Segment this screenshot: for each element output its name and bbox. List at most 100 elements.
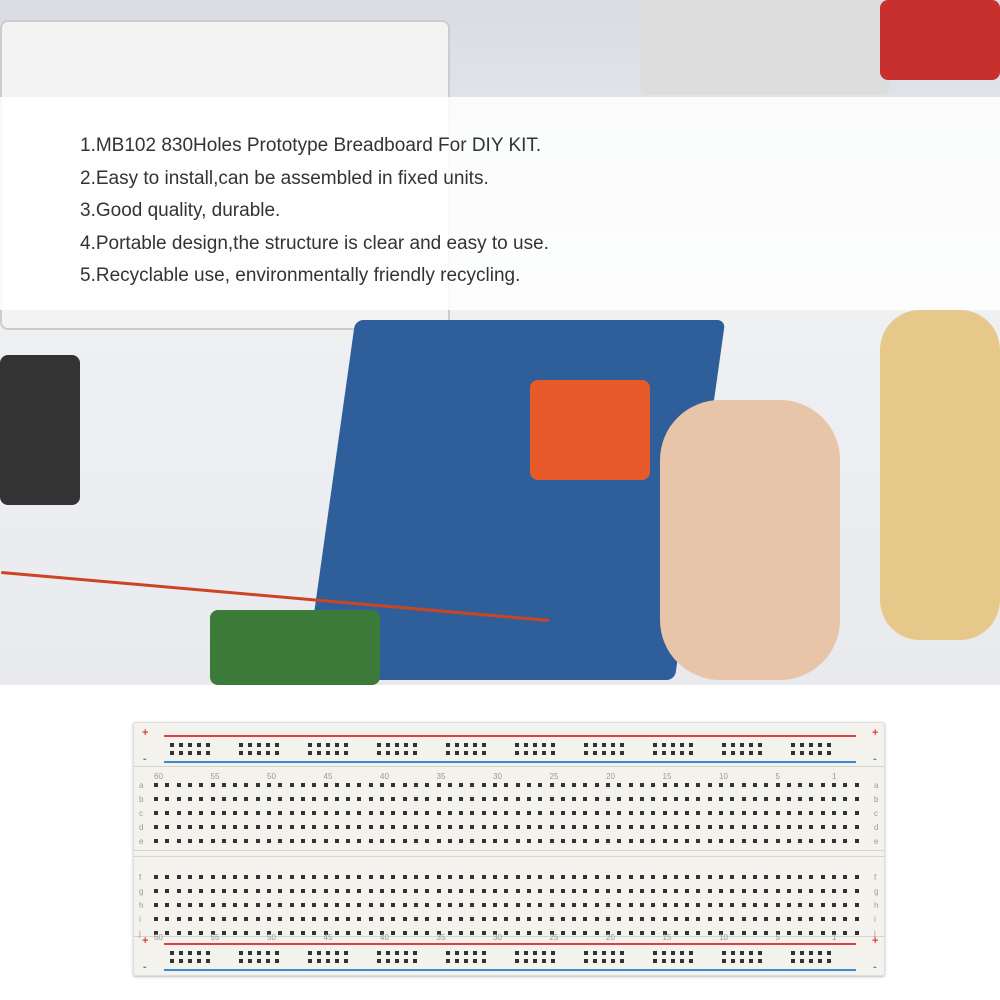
- terminal-hole: [843, 825, 848, 829]
- terminal-hole: [617, 931, 622, 935]
- terminal-hole: [560, 825, 565, 829]
- terminal-hole: [391, 811, 396, 815]
- terminal-hole: [820, 931, 825, 935]
- rail-hole: [584, 751, 588, 755]
- row-label: h: [139, 901, 144, 910]
- terminal-hole: [685, 889, 690, 893]
- terminal-hole: [730, 917, 735, 921]
- rail-hole: [446, 751, 450, 755]
- terminal-hole: [481, 903, 486, 907]
- terminal-hole: [504, 797, 509, 801]
- terminal-hole: [662, 931, 667, 935]
- terminal-hole: [402, 797, 407, 801]
- terminal-hole: [481, 811, 486, 815]
- terminal-hole: [233, 889, 238, 893]
- terminal-hole: [368, 825, 373, 829]
- rail-hole: [179, 951, 183, 955]
- rail-hole: [188, 743, 192, 747]
- terminal-hole: [730, 797, 735, 801]
- terminal-hole: [380, 903, 384, 907]
- terminal-hole: [391, 875, 396, 879]
- terminal-hole: [854, 917, 859, 921]
- terminal-hole: [323, 889, 328, 893]
- terminal-hole: [707, 875, 712, 879]
- terminal-hole: [334, 903, 339, 907]
- terminal-hole: [447, 917, 452, 921]
- rail-hole: [335, 751, 339, 755]
- terminal-hole: [843, 839, 848, 843]
- terminal-hole: [436, 811, 441, 815]
- terminal-hole: [752, 875, 757, 879]
- terminal-hole: [312, 825, 317, 829]
- terminal-hole: [210, 839, 215, 843]
- terminal-hole: [662, 811, 667, 815]
- red-rail-line: [164, 943, 856, 945]
- rail-hole: [266, 951, 270, 955]
- terminal-hole: [391, 931, 396, 935]
- terminal-hole: [764, 825, 769, 829]
- rail-hole: [689, 743, 693, 747]
- rail-hole: [206, 751, 210, 755]
- terminal-hole: [775, 889, 780, 893]
- terminal-hole: [244, 797, 249, 801]
- rail-hole: [179, 751, 183, 755]
- terminal-hole: [843, 783, 848, 787]
- terminal-hole: [515, 839, 520, 843]
- column-label: 25: [549, 933, 559, 942]
- rail-hole: [239, 959, 243, 963]
- terminal-hole: [617, 839, 622, 843]
- terminal-hole: [696, 783, 701, 787]
- terminal-hole: [628, 783, 633, 787]
- terminal-hole: [730, 783, 735, 787]
- terminal-hole: [470, 931, 475, 935]
- terminal-hole: [572, 797, 577, 801]
- terminal-hole: [221, 903, 226, 907]
- terminal-hole: [233, 783, 238, 787]
- rail-hole: [620, 743, 624, 747]
- terminal-hole: [425, 783, 430, 787]
- rail-hole: [248, 751, 252, 755]
- terminal-hole: [741, 875, 746, 879]
- rail-hole: [317, 743, 321, 747]
- terminal-hole: [617, 825, 622, 829]
- terminal-hole: [707, 825, 712, 829]
- terminal-hole: [583, 825, 588, 829]
- terminal-hole: [526, 811, 531, 815]
- rail-hole: [620, 751, 624, 755]
- rail-hole: [179, 743, 183, 747]
- terminal-hole: [719, 917, 723, 921]
- terminal-hole: [402, 889, 407, 893]
- rail-hole: [818, 959, 822, 963]
- terminal-hole: [380, 889, 384, 893]
- rail-hole: [671, 951, 675, 955]
- plus-sign: +: [872, 935, 879, 947]
- terminal-hole: [594, 797, 599, 801]
- board-section: [134, 723, 884, 767]
- rail-hole: [524, 959, 528, 963]
- rail-hole: [731, 743, 735, 747]
- terminal-hole: [798, 825, 803, 829]
- terminal-hole: [549, 783, 554, 787]
- terminal-hole: [685, 917, 690, 921]
- column-label: 45: [323, 933, 333, 942]
- terminal-hole: [346, 797, 351, 801]
- rail-hole: [611, 951, 615, 955]
- feature-item: 4.Portable design,the structure is clear…: [80, 232, 549, 254]
- rail-hole: [749, 959, 753, 963]
- terminal-hole: [719, 797, 723, 801]
- terminal-hole: [515, 825, 520, 829]
- terminal-hole: [594, 875, 599, 879]
- rail-hole: [671, 959, 675, 963]
- terminal-hole: [154, 811, 158, 815]
- terminal-hole: [255, 889, 260, 893]
- terminal-hole: [255, 811, 260, 815]
- terminal-hole: [854, 797, 859, 801]
- row-label: j: [139, 929, 141, 938]
- terminal-hole: [187, 889, 192, 893]
- terminal-hole: [267, 875, 271, 879]
- terminal-hole: [255, 783, 260, 787]
- terminal-hole: [154, 903, 158, 907]
- terminal-hole: [786, 797, 791, 801]
- terminal-hole: [278, 797, 283, 801]
- terminal-hole: [606, 783, 610, 787]
